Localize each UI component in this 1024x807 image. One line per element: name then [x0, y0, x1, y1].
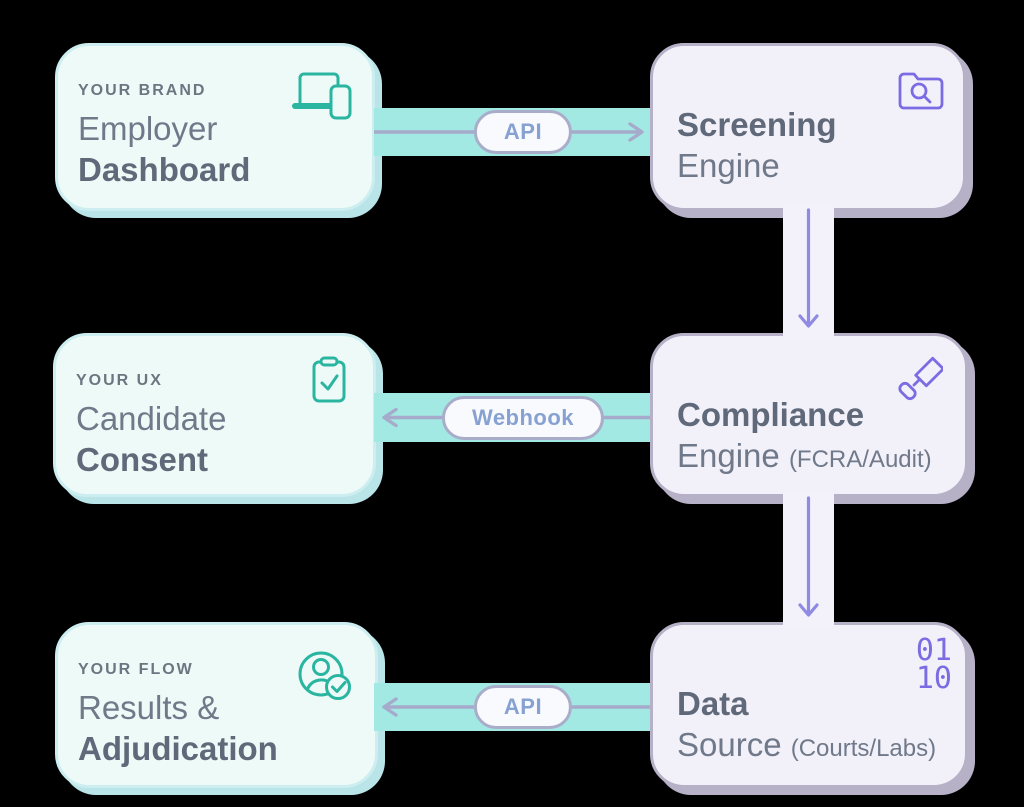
- connector-compliance-to-datasource: [783, 492, 834, 627]
- node-kicker: YOUR UX: [76, 372, 163, 389]
- connector-api-bottom: API: [374, 683, 650, 731]
- node-title-bold: Data: [677, 685, 749, 722]
- connector-webhook: Webhook: [374, 393, 650, 442]
- connector-screening-to-compliance: [783, 205, 834, 338]
- node-title: Employer: [78, 110, 218, 147]
- node-title: Engine: [677, 147, 780, 184]
- node-data-source: Data Source (Courts/Labs) 01 10: [650, 622, 968, 788]
- connector-label-pill: API: [473, 110, 573, 154]
- node-title: Engine (FCRA/Audit): [677, 437, 932, 474]
- user-check-icon: [296, 649, 354, 708]
- node-title-bold: Adjudication: [78, 730, 278, 767]
- node-screening-engine: Screening Engine: [650, 43, 966, 211]
- node-title: Results &: [78, 689, 220, 726]
- node-title-bold: Consent: [76, 441, 208, 478]
- node-kicker: YOUR BRAND: [78, 82, 207, 99]
- devices-icon: [292, 66, 358, 129]
- connector-label-pill: API: [473, 685, 573, 729]
- connector-api-top: API: [374, 108, 650, 156]
- arrow-down-icon: [798, 496, 819, 617]
- node-compliance-engine: Compliance Engine (FCRA/Audit): [650, 333, 968, 497]
- clipboard-check-icon: [311, 356, 347, 409]
- binary-icon: 01 10: [915, 633, 952, 696]
- node-title-bold: Compliance: [677, 396, 865, 433]
- node-employer-dashboard: YOUR BRAND Employer Dashboard: [55, 43, 375, 211]
- gavel-icon: [895, 356, 945, 411]
- node-title: Candidate: [76, 400, 227, 437]
- connector-label-pill: Webhook: [441, 395, 605, 440]
- node-note: (FCRA/Audit): [788, 446, 932, 473]
- node-results-adjudication: YOUR FLOW Results & Adjudication: [55, 622, 378, 788]
- arrow-down-icon: [798, 208, 819, 328]
- node-title: Source (Courts/Labs): [677, 726, 937, 763]
- node-note: (Courts/Labs): [790, 735, 937, 762]
- node-kicker: YOUR FLOW: [78, 661, 194, 678]
- folder-search-icon: [897, 70, 945, 117]
- node-candidate-consent: YOUR UX Candidate Consent: [53, 333, 376, 497]
- node-title-bold: Dashboard: [78, 151, 251, 188]
- node-title-bold: Screening: [677, 106, 837, 143]
